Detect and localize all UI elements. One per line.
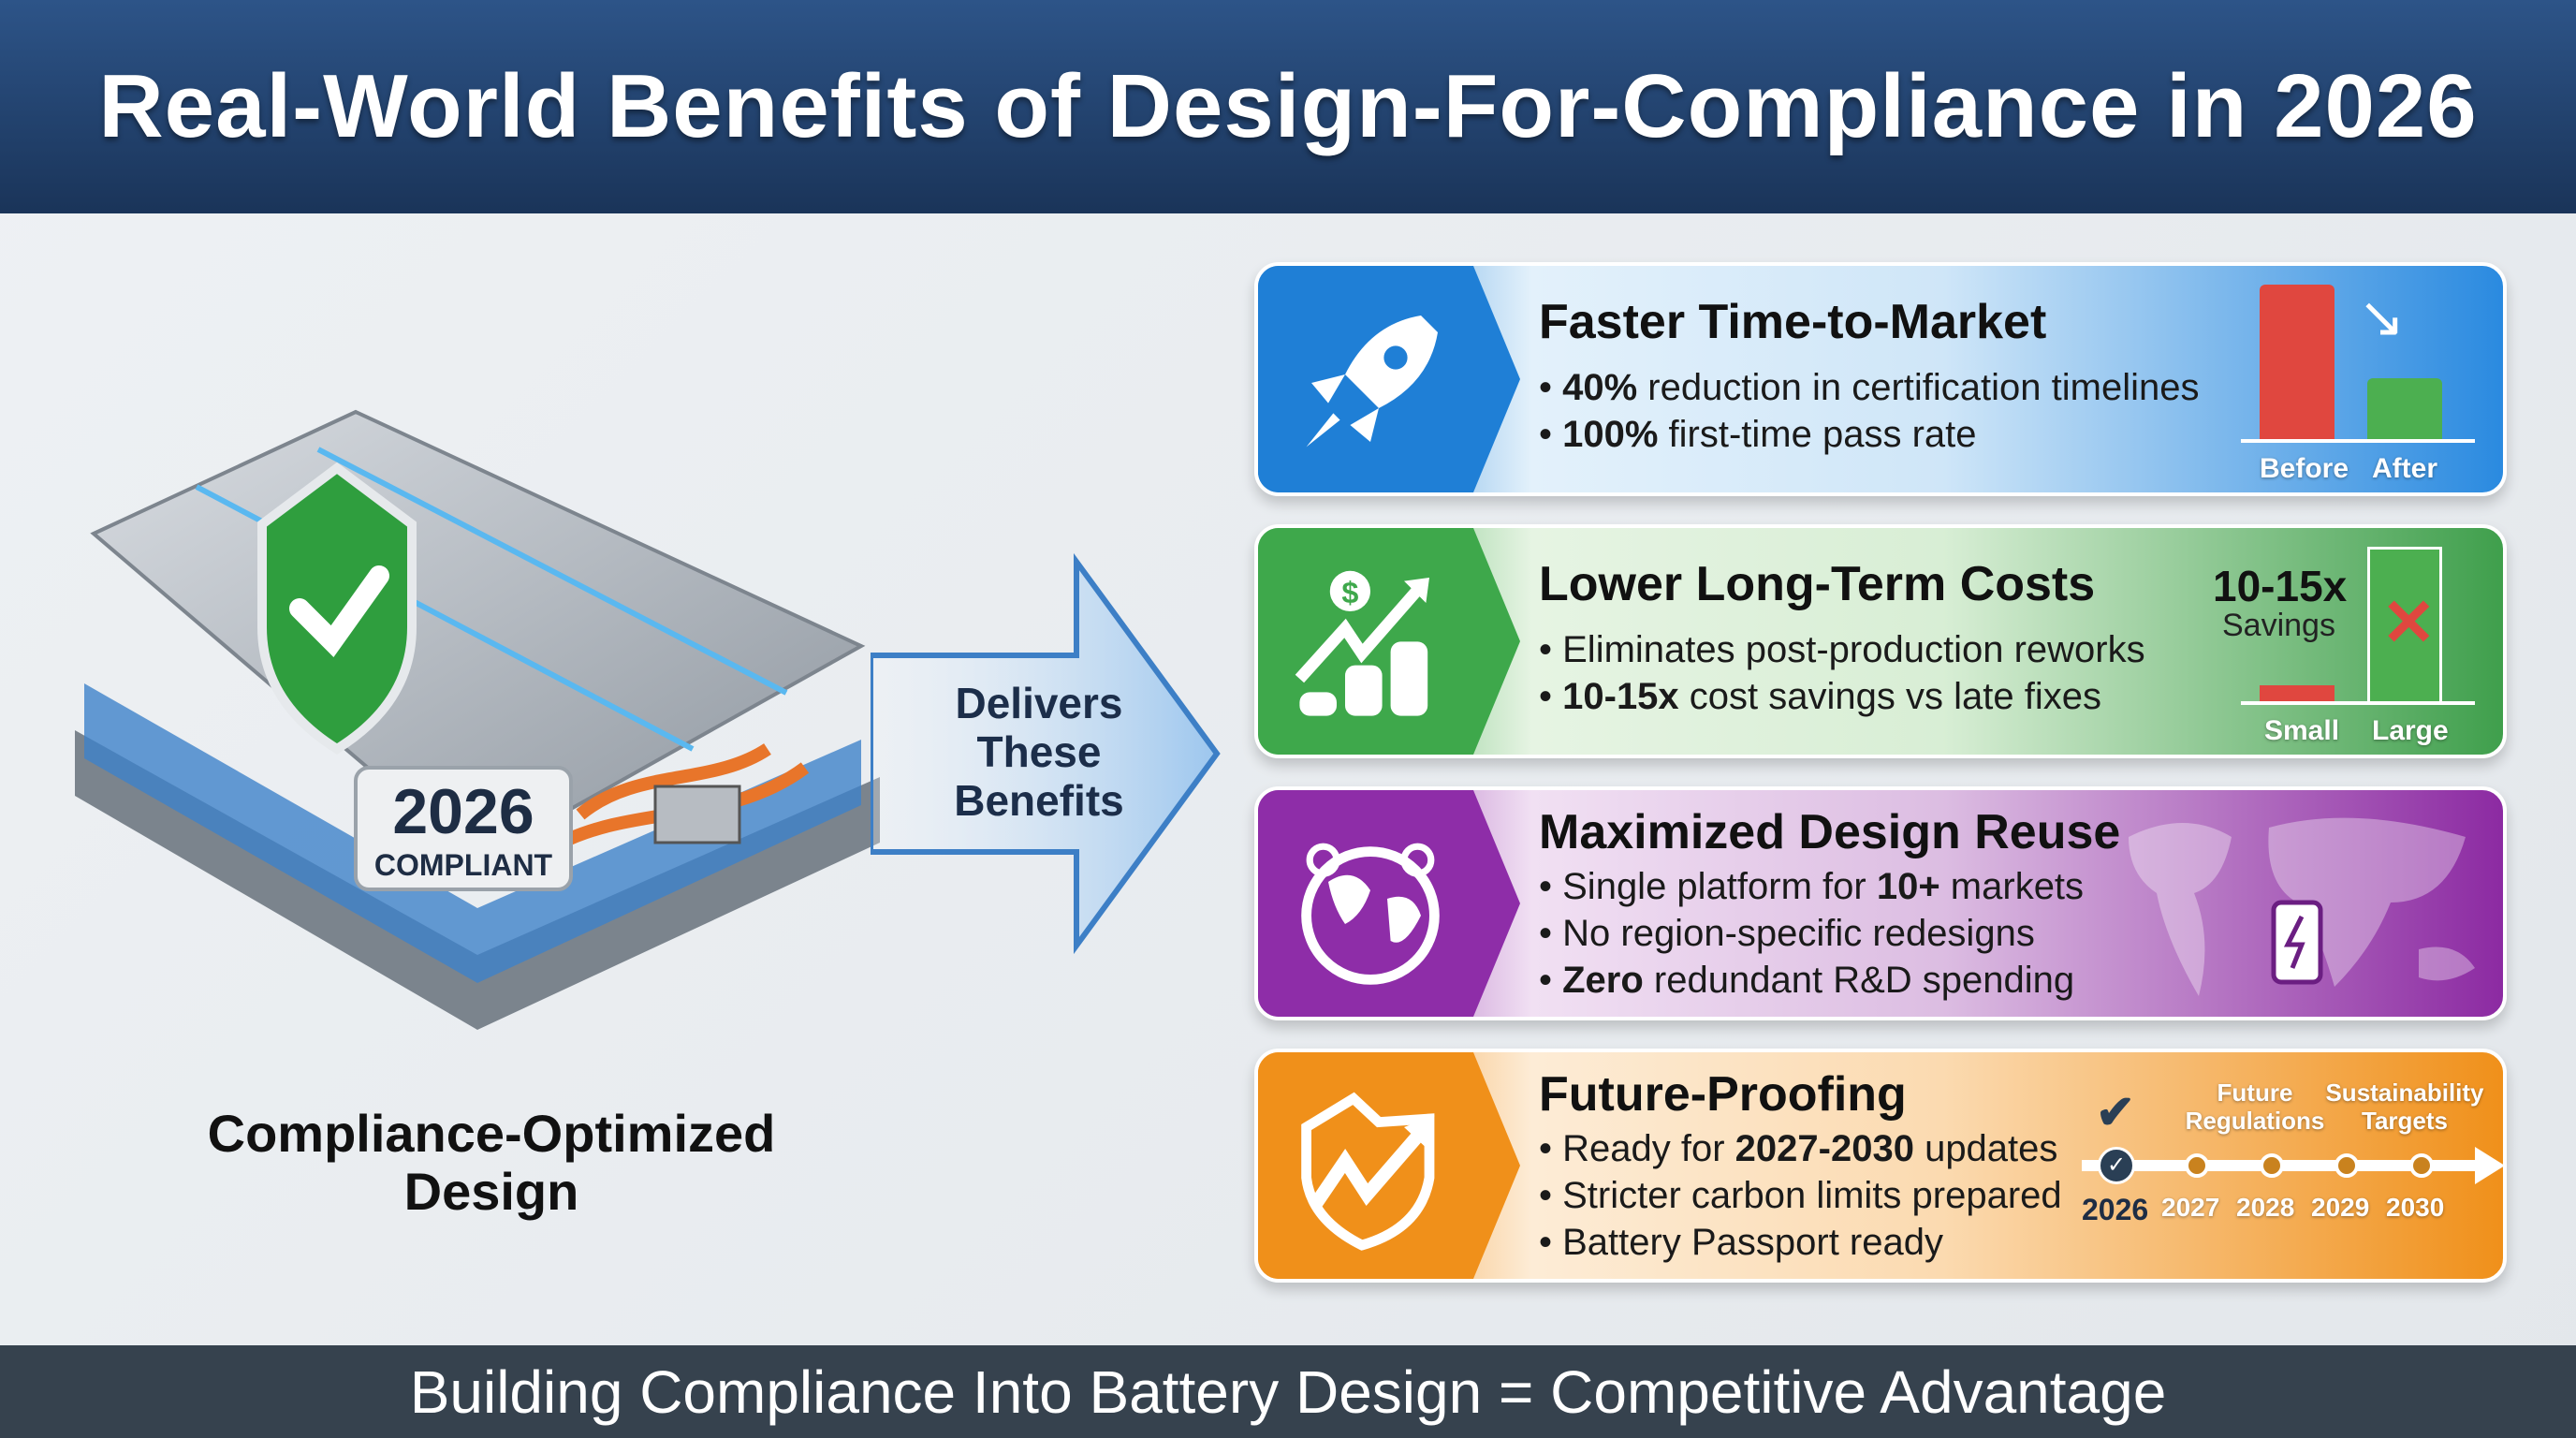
down-arrow-icon: ↘ [2358,286,2406,348]
benefit-card-costs: $ Lower Long-Term Costs Eliminates post-… [1254,524,2507,758]
timeline-node [2260,1153,2284,1178]
bullet-item: Single platform for 10+ markets [1539,863,2084,910]
year-label: 2030 [2386,1193,2445,1222]
world-map-icon [2129,817,2475,996]
card-title: Future-Proofing [1539,1067,1907,1122]
bullet-item: No region-specific redesigns [1539,910,2084,957]
page-title: Real-World Benefits of Design-For-Compli… [98,56,2478,156]
globe-pins-icon [1301,843,1440,985]
bullet-item: Zero redundant R&D spending [1539,957,2084,1004]
svg-text:$: $ [1341,576,1358,609]
bullet-item: Eliminates post-production reworks [1539,626,2144,673]
callout-label: Sustainability Targets [2325,1078,2484,1135]
bar-label: Before [2260,453,2349,484]
bar-small [2260,685,2334,701]
benefit-card-time-to-market: Faster Time-to-Market 40% reduction in c… [1254,262,2507,496]
bar-label: Small [2264,715,2340,746]
footer: Building Compliance Into Battery Design … [0,1345,2576,1438]
money-growth-icon: $ [1295,570,1429,716]
timeline-node [2334,1153,2359,1178]
year-label: 2028 [2236,1193,2295,1222]
year-label: 2026 [2082,1193,2149,1226]
battery-pack-illustration: 2026 COMPLIANT [75,409,880,1030]
bullet-item: 10-15x cost savings vs late fixes [1539,673,2145,720]
bullet-item: Stricter carbon limits prepared [1539,1172,2062,1219]
bullet-item: Ready for 2027-2030 updates [1539,1125,2062,1172]
timeline-node [2409,1153,2434,1178]
bullet-item: Battery Passport ready [1539,1219,2062,1266]
timeline-node-2026: ✓ [2098,1147,2135,1184]
card-title: Lower Long-Term Costs [1539,557,2096,611]
callout-label: Future Regulations [2185,1078,2325,1135]
bar-large [2367,547,2442,701]
bar-before [2260,285,2334,439]
bar-label: After [2372,453,2438,484]
shield-trend-icon [1301,1092,1435,1251]
design-label: Compliance-Optimized Design [207,1104,776,1221]
badge-text: COMPLIANT [374,848,553,882]
chart-baseline [2241,439,2475,443]
header: Real-World Benefits of Design-For-Compli… [0,0,2576,213]
right-arrow-icon [871,552,1221,955]
bullet-list: 40% reduction in certification timelines… [1539,364,2199,458]
timeline-node [2185,1153,2209,1178]
savings-sub: Savings [2222,608,2335,643]
bullet-item: 100% first-time pass rate [1539,411,2199,458]
benefit-card-design-reuse: Maximized Design Reuse Single platform f… [1254,786,2507,1020]
footer-tagline: Building Compliance Into Battery Design … [409,1357,2167,1426]
card-title: Faster Time-to-Market [1539,295,2047,349]
year-label: 2029 [2311,1193,2370,1222]
bullet-item: 40% reduction in certification timelines [1539,364,2199,411]
card-icon-band [1258,266,1520,492]
rocket-icon [1306,315,1438,448]
timeline-arrowhead [2475,1147,2503,1184]
badge-year: 2026 [392,776,534,847]
benefit-card-future-proofing: Future-Proofing Ready for 2027-2030 upda… [1254,1049,2507,1283]
check-icon: ✔ [2096,1086,2135,1138]
year-label: 2027 [2161,1193,2220,1222]
bar-label: Large [2372,715,2449,746]
chart-baseline [2241,701,2475,705]
x-mark-icon: ✕ [2381,586,2437,659]
card-title: Maximized Design Reuse [1539,805,2121,859]
shield-check-icon [257,462,417,755]
savings-headline: 10-15x [2213,562,2348,610]
bar-after [2367,378,2442,439]
arrow-label: Delivers These Benefits [954,679,1124,825]
